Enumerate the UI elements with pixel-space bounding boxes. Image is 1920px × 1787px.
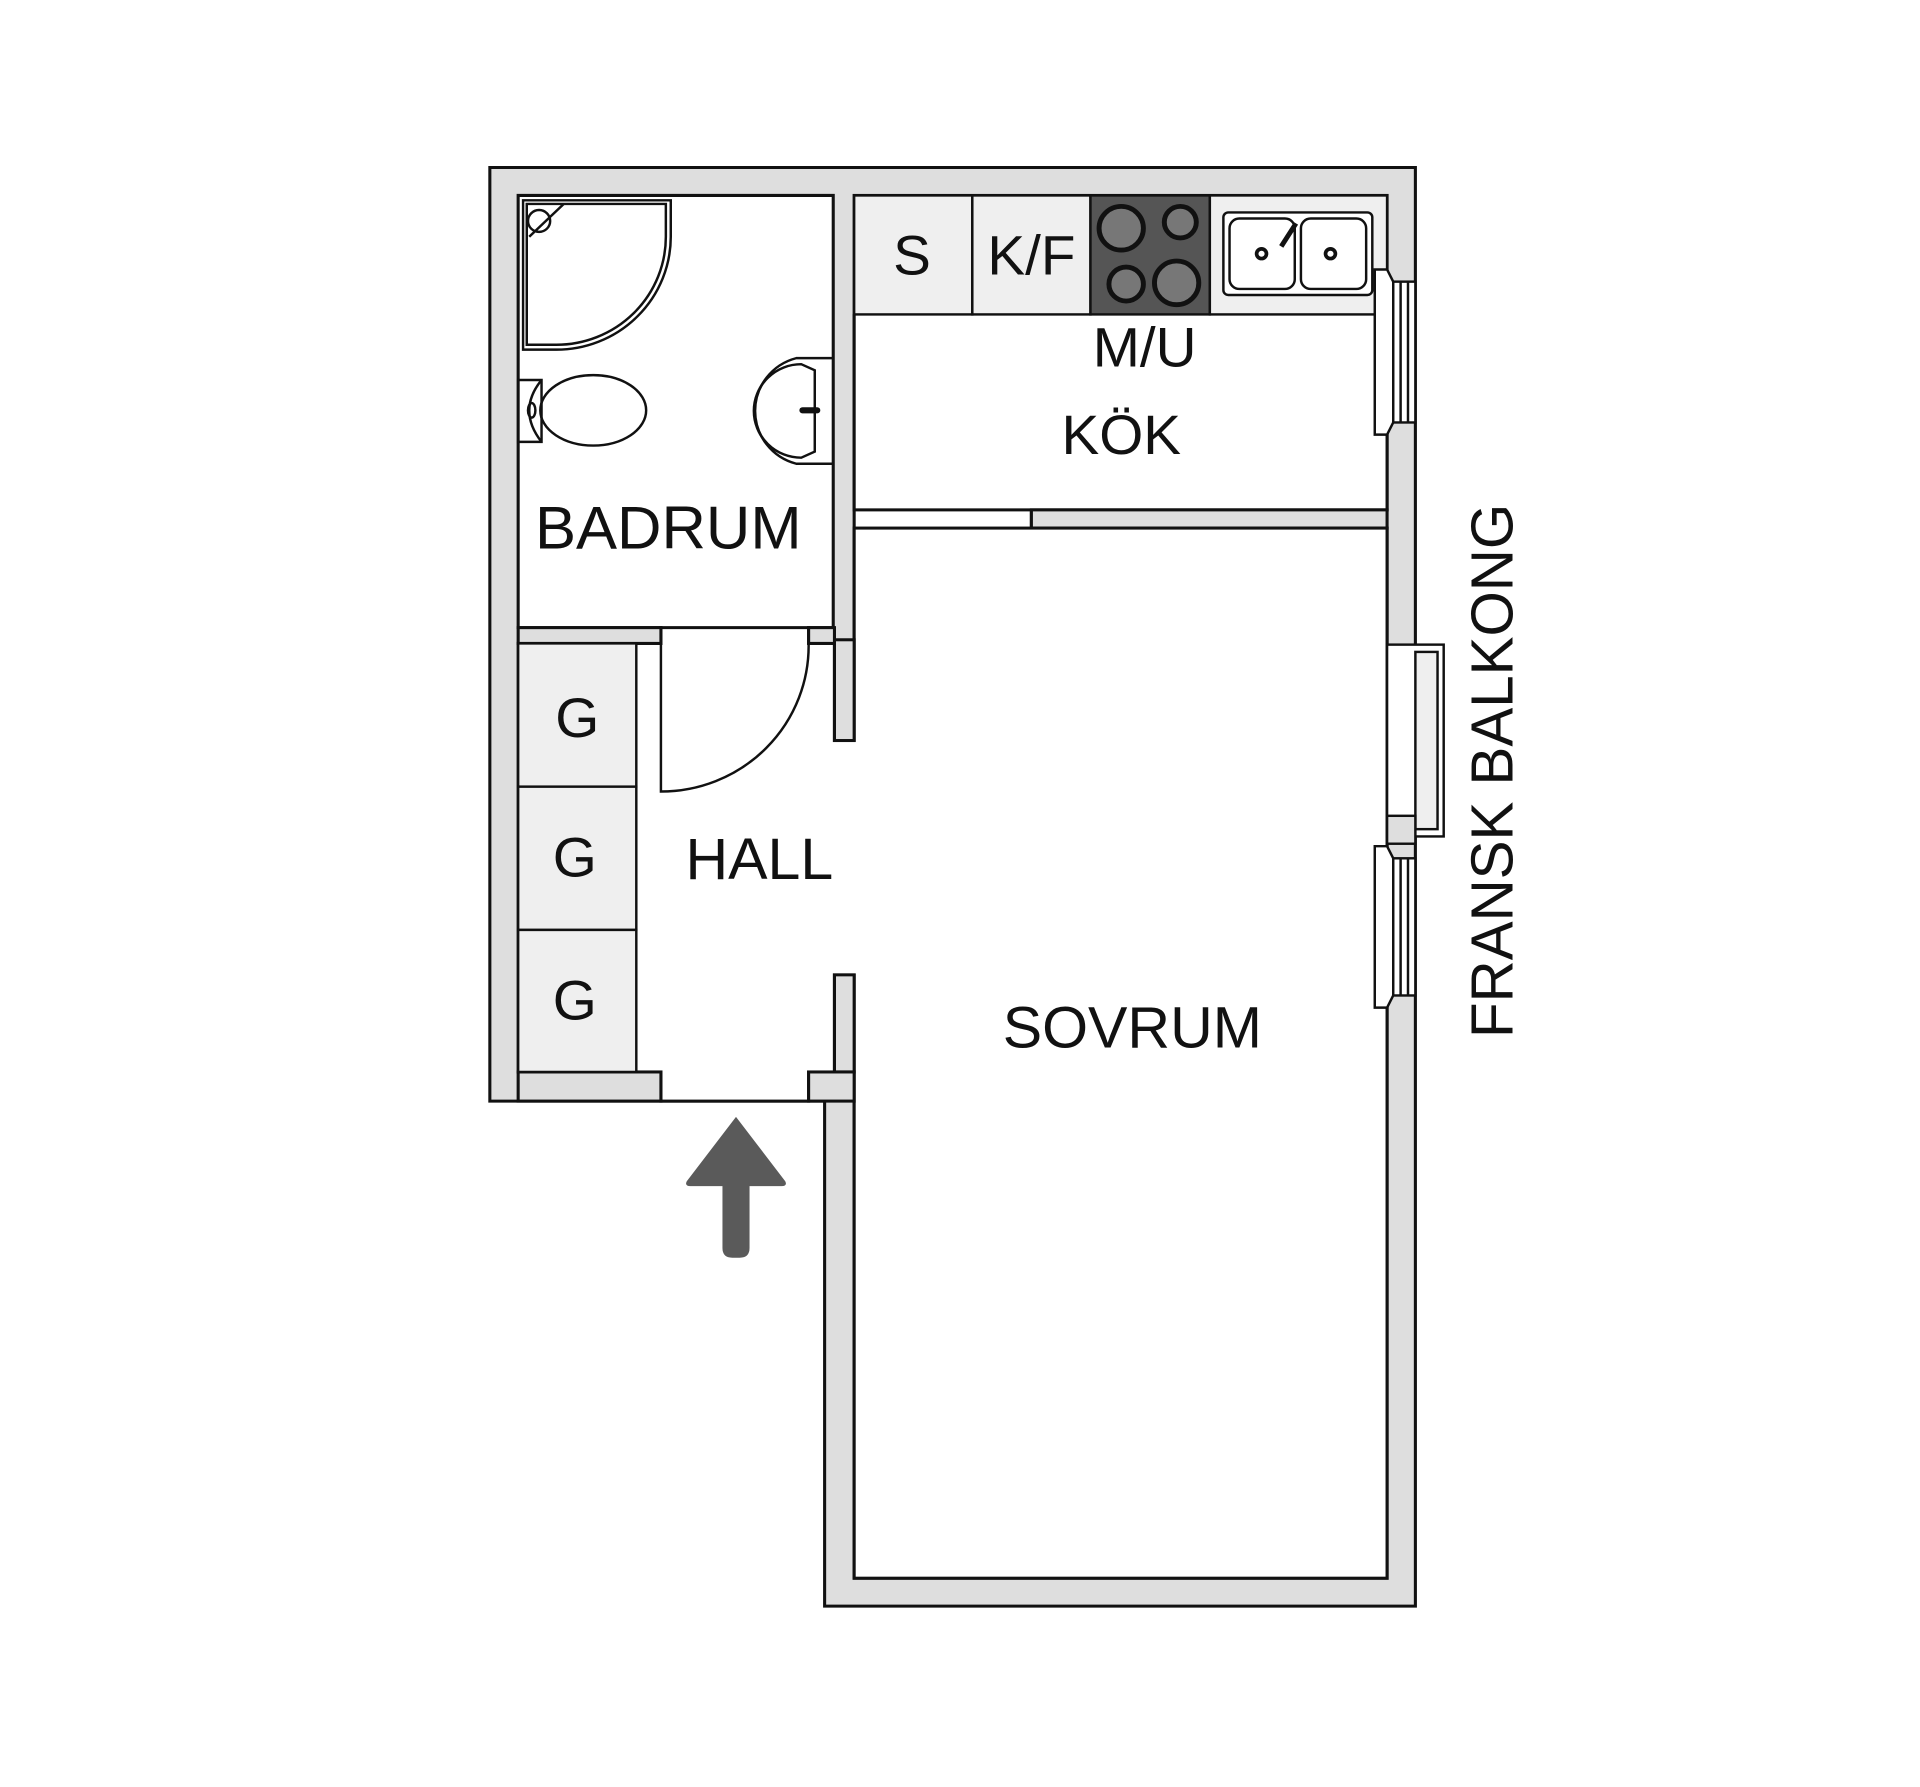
kitchen-partition-wall <box>1029 508 1389 530</box>
wardrobe-2 <box>516 785 638 932</box>
storage-cabinet <box>852 194 974 316</box>
label-g1: G <box>555 686 599 749</box>
label-badrum: BADRUM <box>535 494 802 562</box>
label-sovrum: SOVRUM <box>1003 996 1262 1061</box>
bath-hall-wall-right <box>807 626 836 645</box>
label-storage: S <box>893 224 931 287</box>
hall-wall-stub-bottom <box>832 973 856 1074</box>
label-g2: G <box>553 826 597 889</box>
kitchen-window <box>1373 268 1417 436</box>
stove-burners-icon <box>1096 203 1202 308</box>
bath-hall-wall-left <box>516 626 663 645</box>
double-sink-icon <box>1222 211 1374 297</box>
shower-icon <box>521 199 672 351</box>
bathroom-door[interactable] <box>659 643 810 793</box>
bathroom-floor <box>516 193 835 642</box>
label-fransk-balkong: FRANSK BALKONG <box>1460 504 1525 1038</box>
toilet-icon <box>516 373 648 447</box>
entry-jamb <box>807 1070 856 1103</box>
bedroom-floor <box>852 526 1389 1580</box>
french-balcony-door[interactable] <box>1385 643 1445 845</box>
arrow-up-icon <box>686 1116 786 1258</box>
label-mu: M/U <box>1093 316 1197 379</box>
bedroom-window <box>1373 844 1417 1009</box>
wardrobe-3 <box>516 928 638 1074</box>
hall-wall-stub-top <box>832 638 856 743</box>
label-g3: G <box>553 969 597 1032</box>
sink-icon <box>752 356 834 465</box>
label-kok: KÖK <box>1061 403 1181 466</box>
hall-bottom-wall <box>516 1070 663 1103</box>
label-kf: K/F <box>987 224 1075 287</box>
label-hall: HALL <box>686 827 834 892</box>
hall-opening-fill <box>835 741 873 974</box>
